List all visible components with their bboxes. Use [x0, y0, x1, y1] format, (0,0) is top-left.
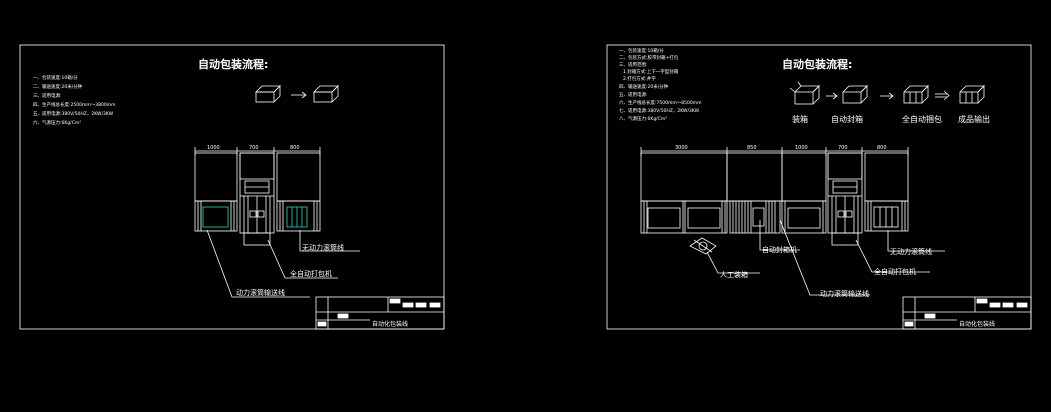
left-dimension-labels: 1000 700 800 [207, 145, 300, 151]
svg-text:2.打包方式:井字: 2.打包方式:井字 [623, 75, 656, 82]
right-title-block-name: 自动化包装线 [959, 320, 995, 328]
right-label-sealer: 自动封箱机 [762, 245, 797, 254]
svg-text:三、适用电源:: 三、适用电源: [33, 92, 62, 99]
svg-text:自动封箱: 自动封箱 [831, 114, 863, 124]
right-sheet-border [606, 44, 1032, 330]
left-flow-icons [255, 85, 339, 103]
svg-text:三、适用范围:: 三、适用范围: [619, 61, 648, 68]
svg-text:850: 850 [747, 145, 757, 151]
left-notes: 一、包装速度:10箱/分 二、输送速度:20米/分钟 三、适用电源: 四、生产线… [33, 74, 115, 126]
right-label-strapping: 全自动打包机 [874, 267, 916, 276]
right-roller-1000 [781, 152, 827, 234]
svg-text:六、气源压力:6Kg/Cm²: 六、气源压力:6Kg/Cm² [33, 119, 81, 126]
svg-text:四、输送速度:20米/分钟: 四、输送速度:20米/分钟 [619, 83, 669, 90]
svg-text:全自动捆包: 全自动捆包 [902, 114, 942, 124]
svg-text:二、包装方式:胶带封箱+打包: 二、包装方式:胶带封箱+打包 [619, 54, 679, 61]
svg-text:3000: 3000 [675, 145, 688, 151]
left-roller-conveyor [194, 152, 238, 232]
svg-text:装箱: 装箱 [792, 114, 808, 124]
svg-text:八、气源压力:6Kg/Cm²: 八、气源压力:6Kg/Cm² [619, 115, 667, 122]
svg-text:二、输送速度:20米/分钟: 二、输送速度:20米/分钟 [33, 83, 83, 90]
svg-text:1.封箱方式:上下一字型封箱: 1.封箱方式:上下一字型封箱 [623, 68, 679, 75]
right-carton-sealer [726, 152, 783, 234]
right-unpowered-roller [864, 152, 909, 232]
right-operator-figure [689, 237, 717, 255]
svg-text:1000: 1000 [207, 145, 220, 151]
right-flow-icons [789, 81, 985, 105]
svg-text:五、适用电源:380V/50HZ，2KW/3KW: 五、适用电源:380V/50HZ，2KW/3KW [33, 110, 114, 117]
svg-text:一、包装速度:10箱/分: 一、包装速度:10箱/分 [33, 74, 78, 81]
svg-text:七、适用电源:380V/50HZ，2KW/3KW: 七、适用电源:380V/50HZ，2KW/3KW [619, 107, 700, 114]
right-flow-step-labels: 装箱 自动封箱 全自动捆包 成品输出 [792, 114, 990, 124]
right-label-conveyor: 动力滚筒输送线 [820, 289, 869, 298]
right-powered-conveyor [640, 152, 728, 234]
left-strapping-machine [239, 152, 275, 246]
right-label-unpowered-roller: 无动力滚筒线 [890, 247, 932, 256]
left-title-block [315, 296, 445, 330]
right-label-manual: 人工装箱 [720, 270, 748, 279]
svg-text:800: 800 [290, 145, 300, 151]
right-notes: 一、包装速度:10箱/分 二、包装方式:胶带封箱+打包 三、适用范围: 1.封箱… [619, 47, 701, 122]
svg-text:一、包装速度:10箱/分: 一、包装速度:10箱/分 [619, 47, 664, 54]
right-strapping-machine [827, 152, 863, 246]
left-sheet-border [19, 44, 445, 330]
left-leader-lines [206, 229, 360, 298]
svg-text:800: 800 [877, 145, 887, 151]
right-title: 自动包装流程: [782, 57, 852, 71]
right-title-block [902, 296, 1032, 330]
svg-text:五、适用电源:: 五、适用电源: [619, 91, 648, 98]
left-title-block-name: 自动化包装线 [372, 320, 408, 328]
svg-text:700: 700 [838, 145, 848, 151]
left-title: 自动包装流程: [198, 57, 268, 71]
svg-text:六、生产线总长度:7500mm～8500mm: 六、生产线总长度:7500mm～8500mm [619, 99, 701, 106]
left-label-strapping: 全自动打包机 [290, 269, 332, 278]
svg-text:四、生产线总长度:2500mm～3800mm: 四、生产线总长度:2500mm～3800mm [33, 101, 115, 108]
left-label-unpowered-roller: 无动力滚筒线 [302, 243, 344, 252]
svg-text:700: 700 [249, 145, 259, 151]
right-leader-lines [706, 219, 945, 296]
svg-text:成品输出: 成品输出 [958, 114, 990, 124]
right-dimension-labels: 3000 850 1000 700 800 [675, 145, 887, 151]
svg-text:1000: 1000 [795, 145, 808, 151]
left-unpowered-roller [276, 152, 321, 232]
left-label-conveyor: 动力滚筒输送线 [236, 288, 285, 297]
